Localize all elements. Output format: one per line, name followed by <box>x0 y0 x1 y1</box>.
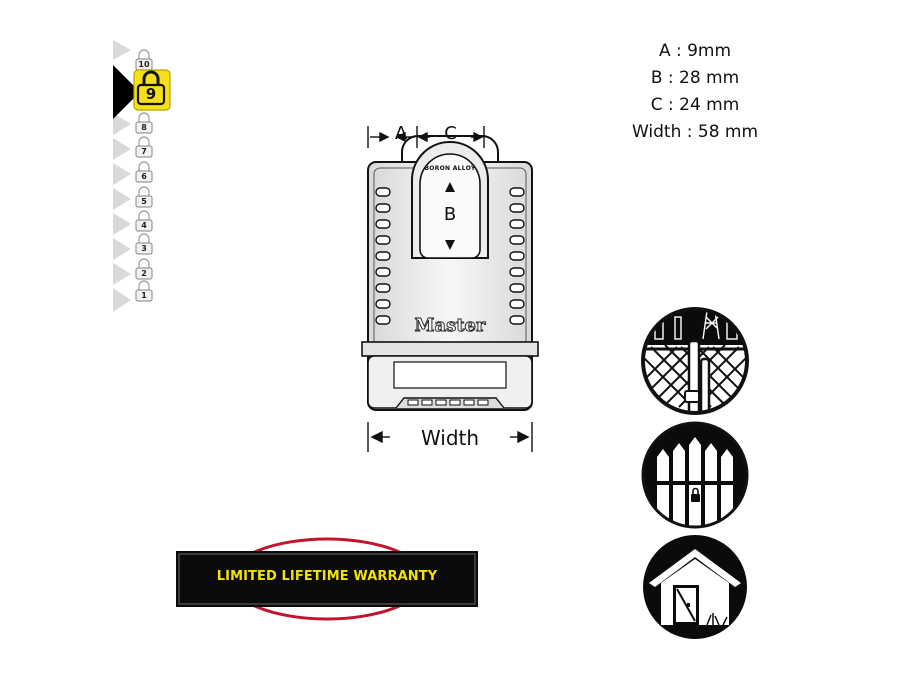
level-1-label: 1 <box>141 291 147 300</box>
spec-width: Width : 58 mm <box>631 122 759 142</box>
brand-logo: Master <box>414 315 486 337</box>
padlock-drawing <box>361 126 539 452</box>
dimension-specs: A : 9mm B : 28 mm C : 24 mm Width : 58 m… <box>590 38 800 146</box>
security-level-scale: 10 9 8 7 6 5 4 3 2 1 <box>0 0 200 330</box>
warranty-badge-graphic <box>176 537 478 621</box>
level-10-label: 10 <box>138 60 150 69</box>
warranty-text: LIMITED LIFETIME WARRANTY <box>216 569 438 584</box>
dimension-label-width: Width <box>420 426 480 450</box>
chain-link-fence-icon <box>641 307 749 415</box>
dimension-label-a: A <box>394 123 408 144</box>
spec-b: B : 28 mm <box>650 68 740 88</box>
padlock-dimension-diagram: A C B BORON ALLOY Master Width <box>350 118 550 463</box>
selected-level-pointer <box>113 65 140 119</box>
level-2-label: 2 <box>141 269 147 278</box>
wooden-gate-icon <box>641 421 749 529</box>
spec-a: A : 9mm <box>658 41 732 61</box>
dimension-label-b: B <box>443 204 457 225</box>
level-5-label: 5 <box>141 197 147 206</box>
security-scale-graphic <box>113 40 171 312</box>
warranty-badge: LIMITED LIFETIME WARRANTY <box>174 533 480 627</box>
spec-c: C : 24 mm <box>650 95 740 115</box>
level-3-label: 3 <box>141 244 147 253</box>
shackle-boron-alloy-text: BORON ALLOY <box>424 165 476 172</box>
level-9-label: 9 <box>145 85 157 103</box>
dimension-label-c: C <box>444 123 457 144</box>
level-4-label: 4 <box>141 221 147 230</box>
level-6-label: 6 <box>141 172 147 181</box>
level-7-label: 7 <box>141 147 147 156</box>
shed-icon <box>641 533 749 641</box>
level-8-label: 8 <box>141 123 147 132</box>
